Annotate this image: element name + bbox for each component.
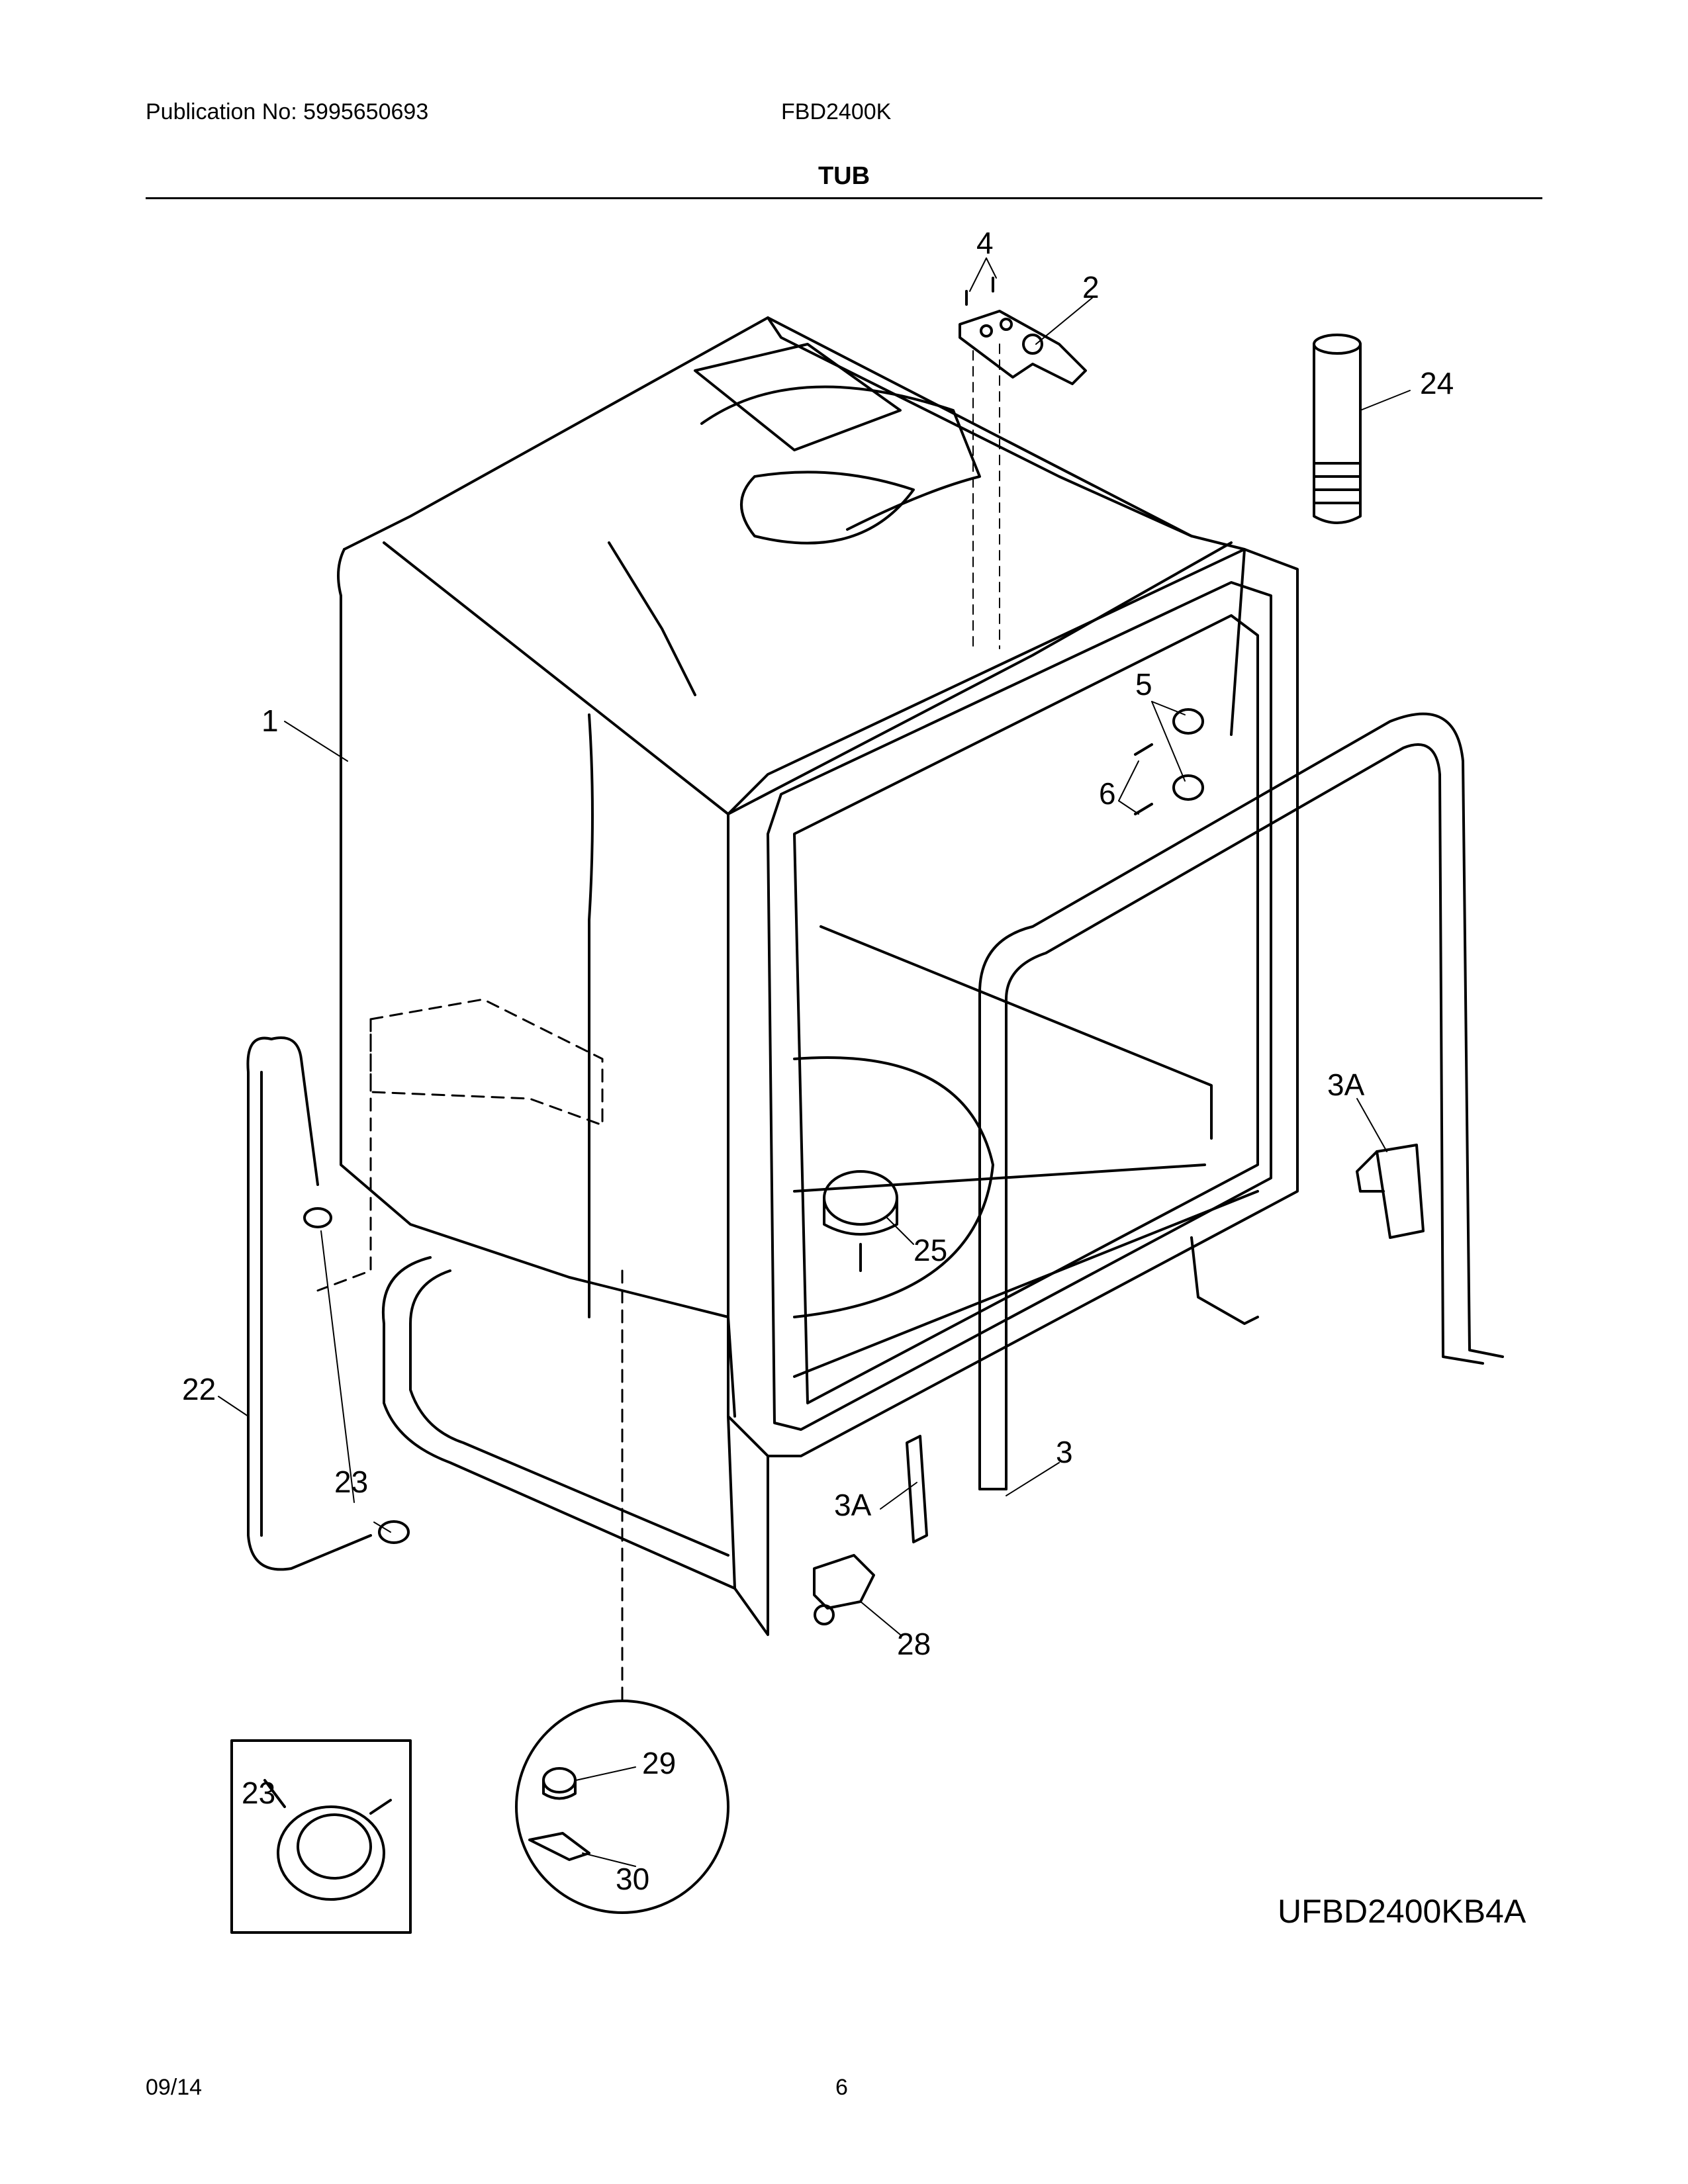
drain-hose: [246, 1036, 372, 1571]
door-switch: [813, 1554, 875, 1625]
door-strike: [1356, 1144, 1425, 1239]
callout-23: 23: [334, 1465, 368, 1499]
diagram-code: UFBD2400KB4A: [1278, 1893, 1526, 1930]
hose-clamp: [303, 1207, 410, 1544]
callout-1: 1: [261, 704, 279, 738]
vent-tube: [1313, 334, 1362, 524]
callout-5: 5: [1135, 667, 1152, 702]
callout-28: 28: [897, 1627, 931, 1661]
base-frame: [381, 1236, 1259, 1590]
callout-3a-right: 3A: [1327, 1068, 1365, 1102]
tub-gasket: [978, 712, 1504, 1490]
callout-23-inset: 23: [242, 1776, 275, 1810]
footer-page-number: 6: [835, 2075, 848, 2100]
callout-4: 4: [976, 226, 994, 260]
door-strike-small: [906, 1435, 928, 1543]
callout-3a-bottom: 3A: [834, 1488, 872, 1522]
header-rule: [146, 197, 1542, 199]
sump-motor: [793, 1056, 994, 1318]
callout-30: 30: [616, 1862, 649, 1896]
footer-date: 09/14: [146, 2075, 203, 2100]
leader-lines: [218, 257, 1411, 1867]
hidden-parts-outline: [316, 998, 624, 1709]
callout-3: 3: [1056, 1435, 1073, 1469]
model-number: FBD2400K: [781, 99, 892, 124]
callout-25: 25: [914, 1233, 947, 1267]
clamp-inset: [230, 1739, 412, 1934]
callout-29: 29: [642, 1746, 676, 1780]
callout-labels: 1 2 3 3A 3A 4 5 6 22 23 23 24 25 28 29 3…: [182, 226, 1526, 1930]
page-title: TUB: [818, 162, 870, 190]
callout-2: 2: [1082, 270, 1100, 304]
callout-24: 24: [1420, 366, 1454, 400]
callout-6: 6: [1099, 776, 1116, 811]
door-rollers: [1134, 708, 1204, 815]
hinge-bracket: [959, 277, 1087, 649]
callout-22: 22: [182, 1372, 216, 1406]
publication-number: Publication No: 5995650693: [146, 99, 429, 124]
tub-front-frame: [727, 548, 1299, 1636]
